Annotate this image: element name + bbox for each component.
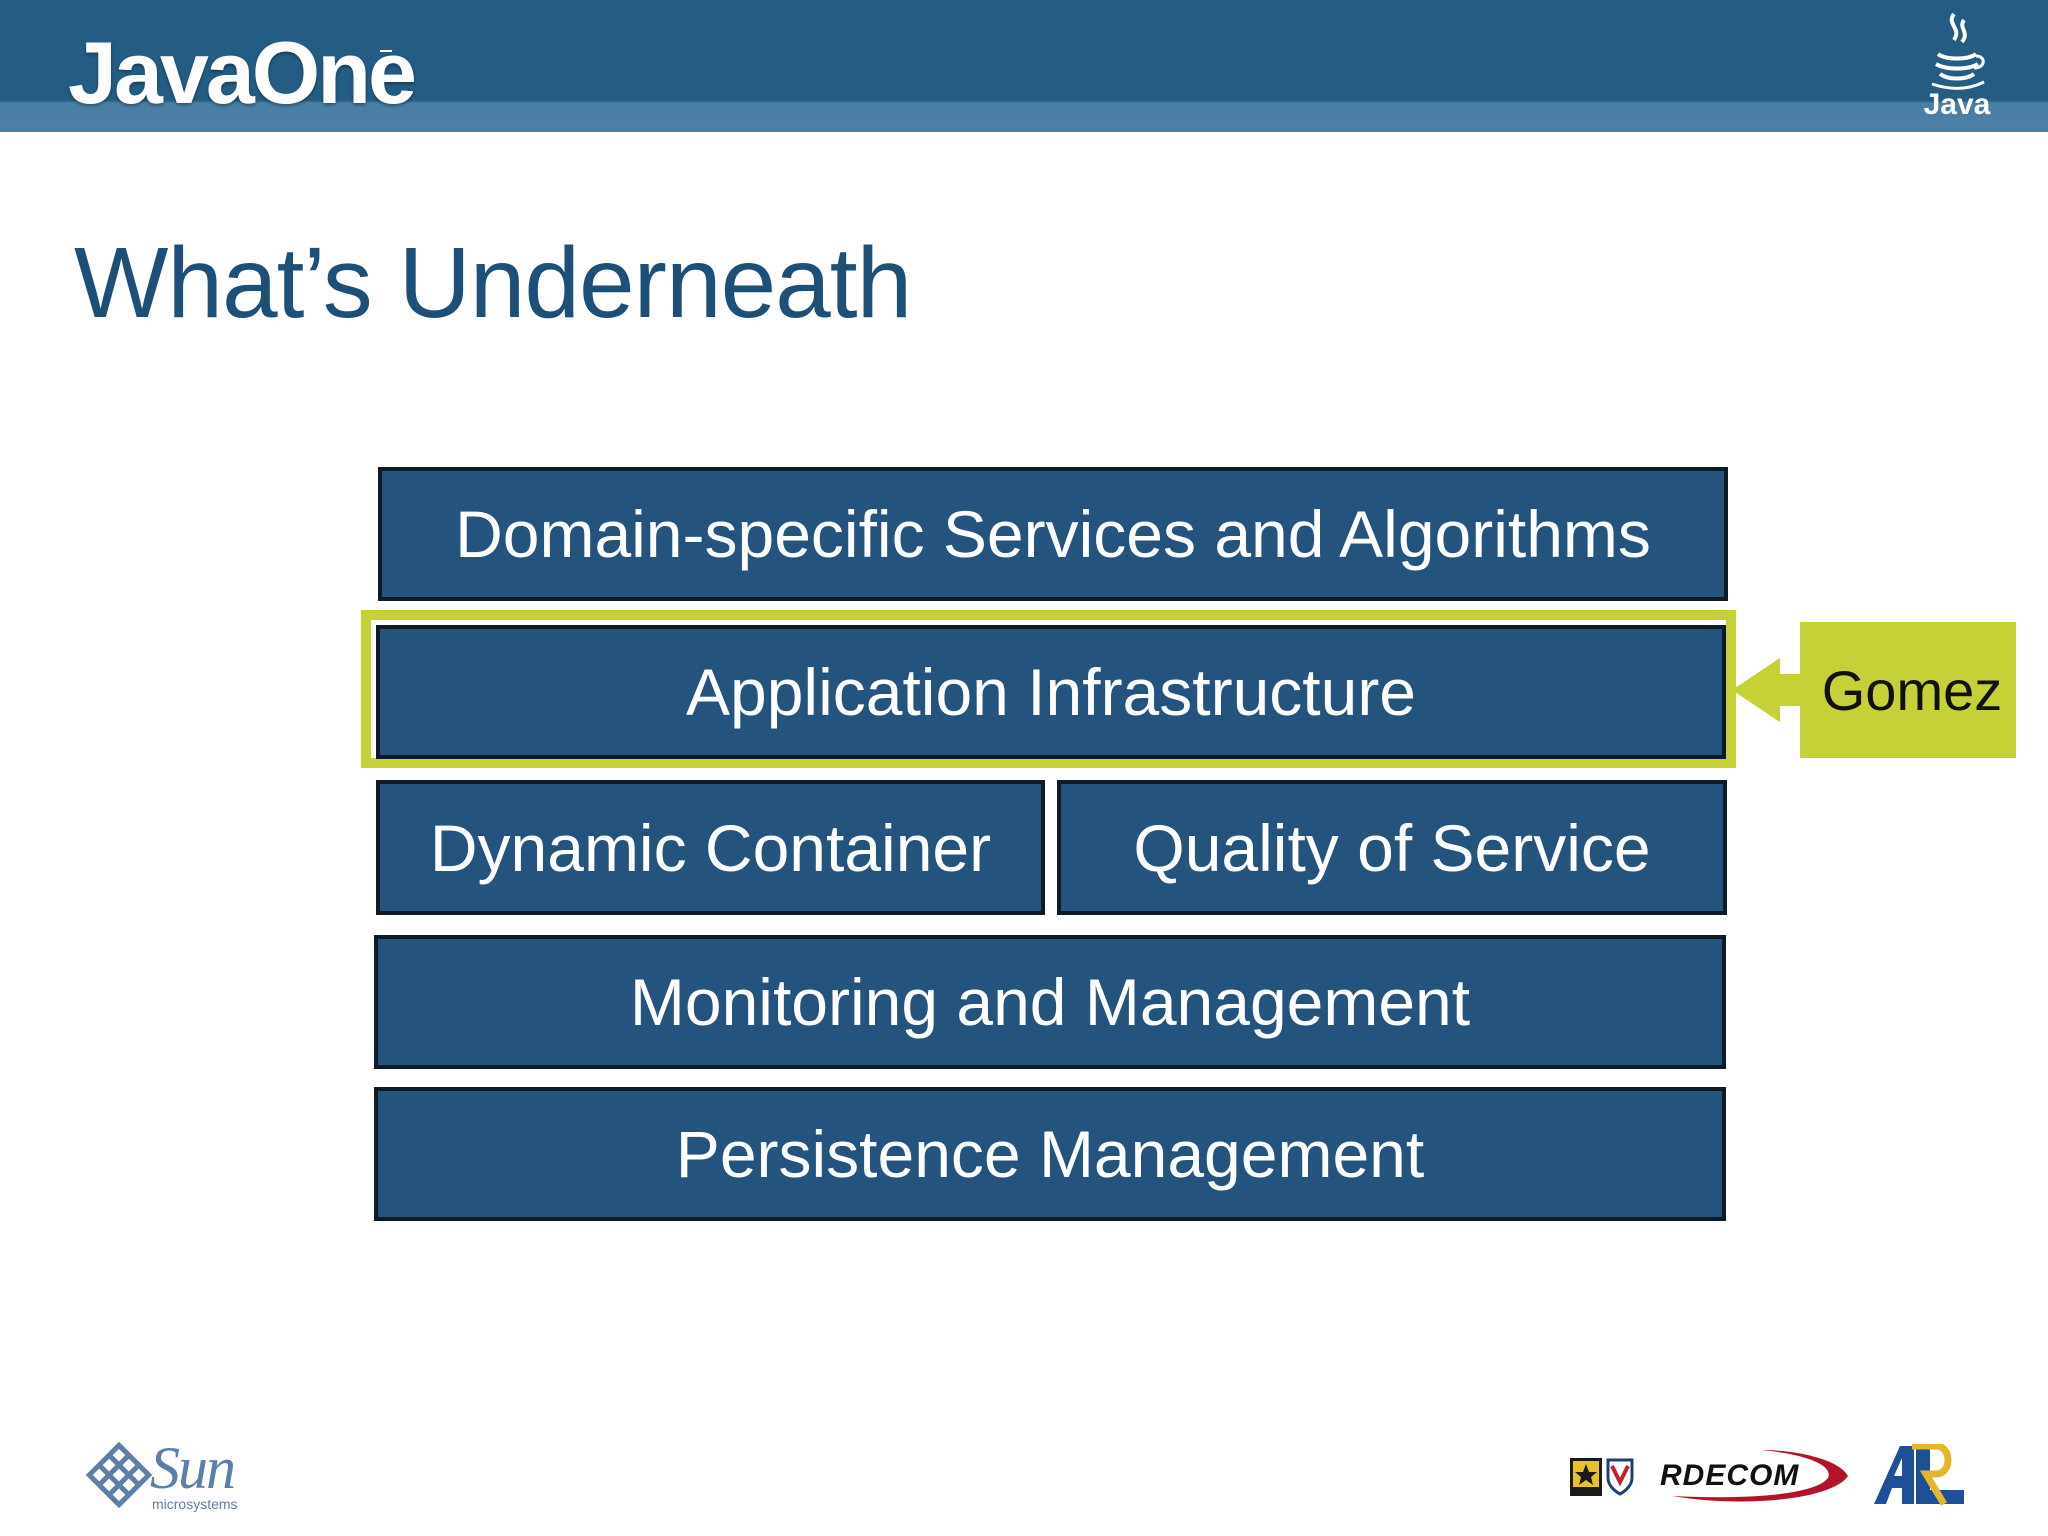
java-cup-icon [1931,12,1985,90]
layer-dynamic-container: Dynamic Container [376,780,1045,915]
rdecom-wordmark: RDECOM [1660,1459,1800,1492]
sun-wordmark: Sun [150,1435,236,1501]
trademark-icon [380,50,392,52]
sun-microsystems-logo: Sun microsystems [86,1436,256,1516]
layer-domain-services: Domain-specific Services and Algorithms [378,467,1728,601]
shield-icon [1606,1458,1634,1496]
gomez-callout: Gomez [1732,622,2016,758]
layer-monitoring-management: Monitoring and Management [374,935,1726,1069]
layer-application-infrastructure: Application Infrastructure [376,625,1726,759]
sun-diamond-icon [86,1442,152,1508]
java-logo: Java [1920,10,1994,121]
army-star-icon [1570,1458,1602,1496]
sponsor-logos: RDECOM [1566,1440,1966,1510]
highlight-frame [361,610,1736,768]
slide-title: What’s Underneath [74,227,912,339]
layer-persistence-management: Persistence Management [374,1087,1726,1221]
layer-quality-of-service: Quality of Service [1057,780,1727,915]
arl-logo-icon [1874,1444,1964,1506]
java-wordmark: Java [1923,88,1991,121]
callout-arrow-shape [1732,622,2016,758]
callout-label: Gomez [1821,658,2003,722]
header-bar: JavaOne Java [0,0,2048,132]
javaone-logo: JavaOne [68,23,417,122]
sun-subtitle: microsystems [152,1496,238,1512]
